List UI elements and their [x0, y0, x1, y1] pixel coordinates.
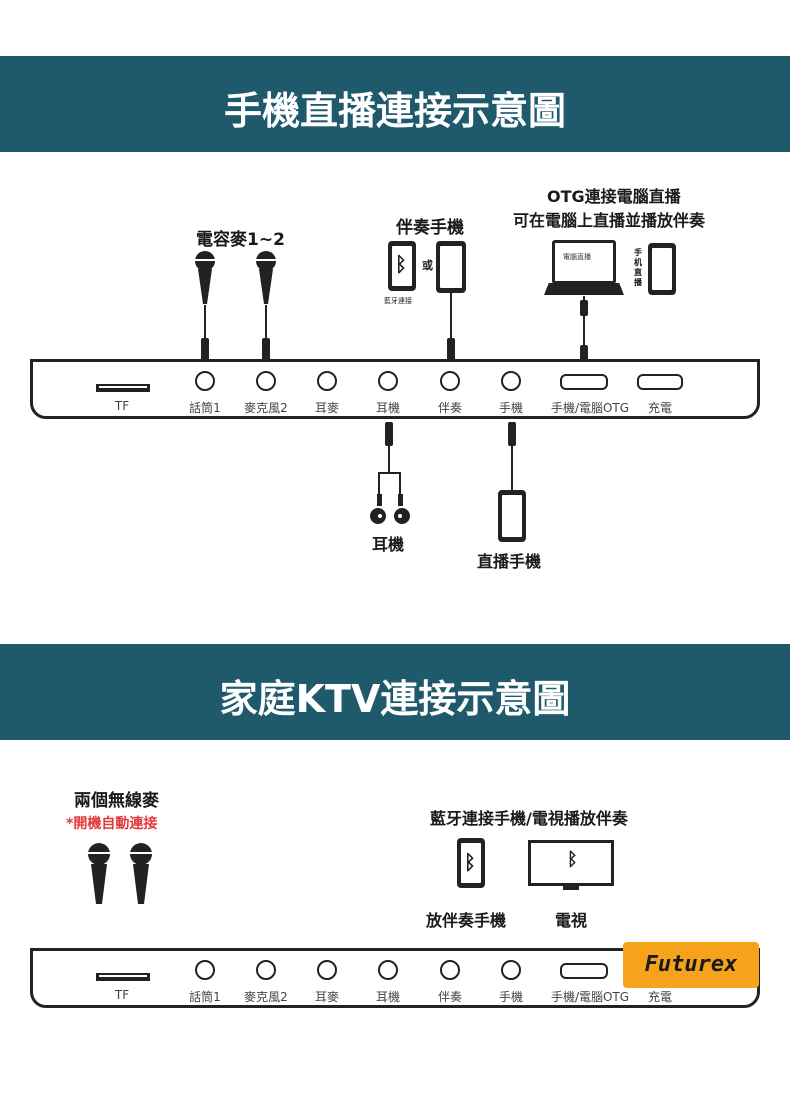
mic-label: 電容麥1~2 [196, 230, 285, 250]
jack-headset [317, 960, 337, 980]
accompany-phone-label: 伴奏手機 [396, 218, 464, 238]
jack-accompany [440, 960, 460, 980]
otg-port [560, 963, 608, 979]
bluetooth-icon: ᛒ [567, 849, 578, 870]
mic1-plug [201, 338, 209, 362]
section1-banner [0, 56, 790, 152]
bluetooth-icon: ᛒ [464, 850, 476, 874]
phone-icon [498, 490, 526, 542]
accompany-cable [450, 292, 452, 360]
jack-mic1 [195, 960, 215, 980]
tv-icon: ᛒ [528, 840, 614, 886]
otg-subtitle: 可在電腦上直播並播放伴奏 [513, 211, 706, 230]
earphone-plug [385, 422, 393, 446]
auto-connect-note: *開機自動連接 [66, 816, 158, 832]
section2-title: 家庭KTV連接示意圖 [219, 677, 571, 721]
charge-port [637, 374, 683, 390]
or-label: 或 [422, 259, 433, 272]
otg-title: OTG連接電腦直播 [547, 187, 681, 206]
port-label: 話筒1 [189, 401, 221, 415]
laptop-icon: 電腦直播 [552, 240, 616, 284]
earphone-icon [370, 494, 410, 524]
port-label: 手機/電腦OTG [550, 401, 630, 415]
watermark-stamp: Futurex [623, 942, 759, 988]
port-label: 話筒1 [189, 990, 221, 1004]
otg-plug-top [580, 300, 588, 316]
port-label: 伴奏 [437, 401, 463, 415]
phone-vertical-label: 手机直播 [634, 248, 642, 287]
port-label: 伴奏 [437, 990, 463, 1004]
jack-earphone [378, 960, 398, 980]
tv-stand [563, 886, 579, 890]
mic2-plug [262, 338, 270, 362]
port-label: 麥克風2 [244, 990, 288, 1004]
laptop-screen-label: 電腦直播 [563, 253, 591, 261]
port-label: TF [114, 988, 130, 1002]
jack-earphone [378, 371, 398, 391]
jack-headset [317, 371, 337, 391]
device-panel-1 [30, 359, 760, 419]
port-label: 手機 [498, 990, 524, 1004]
port-label: 麥克風2 [244, 401, 288, 415]
microphone-icon [256, 251, 276, 304]
port-label: 充電 [647, 990, 673, 1004]
phone-icon [388, 241, 416, 291]
port-label: 耳機 [375, 401, 401, 415]
bt-connect-label: 藍牙連接 [384, 297, 412, 305]
accompany-plug [447, 338, 455, 362]
mic2-cable [265, 305, 267, 360]
phone-icon [457, 838, 485, 888]
port-label: 耳麥 [314, 990, 340, 1004]
wireless-mic-label: 兩個無線麥 [74, 791, 159, 811]
bt-title: 藍牙連接手機/電視播放伴奏 [430, 809, 628, 828]
earphone-cable [388, 445, 390, 473]
tf-slot [96, 384, 150, 392]
phone-icon [648, 243, 676, 295]
earphone-label: 耳機 [372, 535, 405, 554]
port-label: 耳機 [375, 990, 401, 1004]
laptop-keyboard [544, 283, 624, 295]
earphone-left-wire [378, 472, 380, 496]
phone-icon [436, 241, 466, 293]
jack-mic1 [195, 371, 215, 391]
phone-label: 放伴奏手機 [426, 911, 507, 930]
microphone-icon [88, 843, 110, 904]
jack-phone [501, 960, 521, 980]
otg-plug-bottom [580, 345, 588, 363]
live-phone-cable [511, 445, 513, 491]
earphone-right-wire [399, 472, 401, 496]
port-label: 手機/電腦OTG [550, 990, 630, 1004]
microphone-icon [130, 843, 152, 904]
live-phone-plug [508, 422, 516, 446]
earphone-split [378, 472, 401, 474]
mic1-cable [204, 305, 206, 360]
tf-slot [96, 973, 150, 981]
jack-accompany [440, 371, 460, 391]
port-label: 手機 [498, 401, 524, 415]
section2-banner [0, 644, 790, 740]
jack-mic2 [256, 371, 276, 391]
bluetooth-icon: ᛒ [395, 252, 407, 276]
jack-mic2 [256, 960, 276, 980]
live-phone-label: 直播手機 [477, 552, 542, 571]
port-label: 充電 [647, 401, 673, 415]
section1-title: 手機直播連接示意圖 [223, 89, 566, 133]
microphone-icon [195, 251, 215, 304]
tv-label: 電視 [555, 911, 588, 930]
port-label: TF [114, 399, 130, 413]
port-label: 耳麥 [314, 401, 340, 415]
otg-port [560, 374, 608, 390]
jack-phone [501, 371, 521, 391]
otg-cable [583, 296, 585, 360]
